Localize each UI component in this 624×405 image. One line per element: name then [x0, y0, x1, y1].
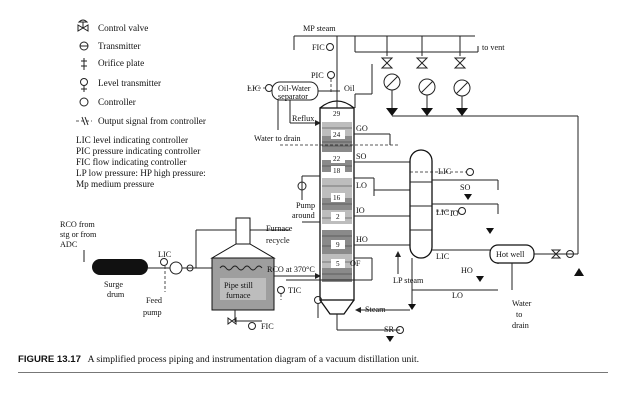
tray-2: 2 — [336, 213, 340, 221]
label-lic-strip-1: LIC — [438, 167, 452, 176]
caption-text: A simplified process piping and instrume… — [87, 354, 420, 365]
pump-around: Pump around — [292, 175, 320, 223]
label-rco-at-370: RCO at 370°C — [267, 265, 315, 274]
label-pump-around-2: around — [292, 211, 315, 220]
label-reflux: Reflux — [292, 114, 314, 123]
legend: Control valve Transmitter Orifice plate … — [76, 19, 206, 189]
label-tic: TIC — [288, 286, 302, 295]
label-oil-water: Oil-Water — [278, 84, 311, 93]
label-so-tray: SO — [356, 152, 367, 161]
label-lo-bottom: LO — [452, 291, 463, 300]
label-go: GO — [356, 124, 368, 133]
label-of: OF — [350, 259, 361, 268]
tray-24: 24 — [333, 131, 341, 139]
legend-transmitter: Transmitter — [98, 41, 141, 51]
control-valve-icon — [77, 19, 89, 32]
legend-control-valve: Control valve — [98, 23, 148, 33]
legend-level-transmitter: Level transmitter — [98, 78, 161, 88]
label-lic-sep: LIC — [247, 84, 261, 93]
label-feed-pump-1: Feed — [146, 296, 162, 305]
label-surge-drum-1: Surge — [104, 280, 123, 289]
label-so-strip: SO — [460, 183, 471, 192]
signal-lines — [164, 87, 466, 300]
tray-5: 5 — [336, 260, 340, 268]
label-water-drain-3: drain — [512, 321, 529, 330]
tray-9: 9 — [336, 241, 340, 249]
figure-caption: FIGURE 13.17 A simplified process piping… — [18, 354, 419, 365]
side-draws: GO SO LO IO HO OF — [280, 124, 410, 281]
label-pump-around-1: Pump — [296, 201, 315, 210]
label-furnace-1: Pipe still — [224, 281, 254, 290]
label-fic-top: FIC — [312, 43, 325, 52]
abbr-lic: LIC level indicating controller — [76, 135, 188, 145]
label-water-to-drain-top: Water to drain — [254, 134, 301, 143]
label-to-vent: to vent — [482, 43, 505, 52]
label-io-tray: IO — [356, 206, 365, 215]
caption-label: FIGURE 13.17 — [18, 354, 81, 365]
legend-orifice-plate: Orifice plate — [98, 58, 144, 68]
caption-rule — [18, 372, 608, 373]
label-furnace-recycle-2: recycle — [266, 236, 290, 245]
orifice-plate-icon — [81, 58, 87, 70]
label-separator: separator — [278, 92, 308, 101]
level-transmitter-icon — [80, 78, 88, 92]
abbr-mp: Mp medium pressure — [76, 179, 154, 189]
legend-controller: Controller — [98, 97, 136, 107]
label-furnace-recycle-1: Furnace — [266, 224, 293, 233]
label-rco-from-2: stg or from — [60, 230, 97, 239]
label-mp-steam: MP steam — [303, 24, 336, 33]
abbr-fic: FIC flow indicating controller — [76, 157, 186, 167]
pipe-still-furnace: Pipe still furnace Furnace recycle RCO a… — [210, 217, 321, 331]
label-ho-strip: HO — [461, 266, 473, 275]
label-water-drain-1: Water — [512, 299, 532, 308]
label-pic: PIC — [311, 71, 324, 80]
vacuum-column: 29 24 22 18 16 2 9 5 — [319, 100, 355, 330]
controller-icon — [79, 97, 89, 107]
label-furnace-2: furnace — [226, 291, 251, 300]
bottom-streams: LO Steam SR — [314, 258, 498, 342]
label-lic-strip-2: LIC — [436, 208, 450, 217]
abbr-lp-hp: LP low pressure: HP high pressure: — [76, 168, 206, 178]
feed-system: RCO from stg or from ADC Surge drum LIC … — [60, 220, 290, 317]
label-lo-tray: LO — [356, 181, 367, 190]
label-rco-from-3: ADC — [60, 240, 78, 249]
label-water-drain-2: to — [516, 310, 522, 319]
label-ho-tray: HO — [356, 235, 368, 244]
ejector-train-2 — [415, 36, 436, 116]
hot-well: Hot well Water to drain — [392, 115, 584, 330]
label-surge-drum-2: drum — [107, 290, 125, 299]
label-lic-drum: LIC — [158, 250, 172, 259]
ejector-train-3 — [453, 36, 471, 116]
label-lp-steam: LP steam — [393, 276, 424, 285]
tray-18: 18 — [333, 167, 341, 175]
oil-water-separator: LIC Oil-Water separator Oil Reflux Water… — [247, 81, 355, 143]
overhead-system: MP steam FIC PIC to vent — [293, 24, 505, 116]
abbr-pic: PIC pressure indicating controller — [76, 146, 200, 156]
label-lic-strip-3: LIC — [436, 252, 450, 261]
output-signal-icon — [76, 116, 92, 126]
label-oil: Oil — [344, 84, 355, 93]
side-stripper: LIC SO LIC IO LIC HO LP steam — [393, 149, 499, 285]
tray-22: 22 — [333, 155, 341, 163]
transmitter-icon — [79, 41, 89, 51]
tray-16: 16 — [333, 194, 341, 202]
label-feed-pump-2: pump — [143, 308, 162, 317]
label-fic-bottom: FIC — [261, 322, 274, 331]
label-rco-from-1: RCO from — [60, 220, 95, 229]
label-hot-well: Hot well — [496, 250, 525, 259]
tray-29: 29 — [333, 110, 341, 118]
label-io-strip: IO — [450, 209, 459, 218]
ejector-train-1 — [380, 36, 401, 116]
legend-output-signal: Output signal from controller — [98, 116, 206, 126]
